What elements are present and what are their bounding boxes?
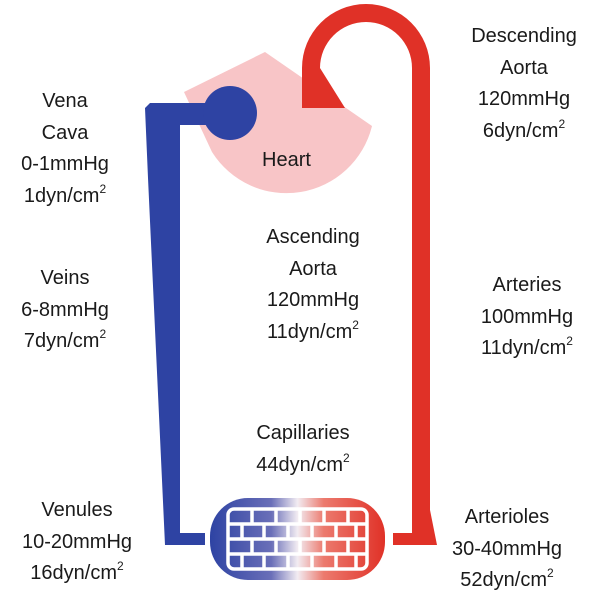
vena-cava-label: Vena Cava 0-1mmHg 1dyn/cm2 [6, 86, 124, 212]
venules-name: Venules [8, 495, 146, 527]
veins-pressure: 6-8mmHg [6, 295, 124, 327]
ascending-aorta-name-2: Aorta [250, 254, 376, 286]
ascending-aorta-name-1: Ascending [250, 222, 376, 254]
ascending-aorta-label: Ascending Aorta 120mmHg 11dyn/cm2 [250, 222, 376, 348]
vena-cava-vessel [145, 103, 225, 545]
vena-cava-name-1: Vena [6, 86, 124, 118]
arterioles-pressure: 30-40mmHg [440, 534, 574, 566]
capillaries-shear: 44dyn/cm2 [240, 450, 366, 482]
arteries-name: Arteries [466, 270, 588, 302]
veins-name: Veins [6, 263, 124, 295]
venules-shear: 16dyn/cm2 [8, 558, 146, 590]
descending-aorta-label: Descending Aorta 120mmHg 6dyn/cm2 [458, 21, 590, 147]
heart-label: Heart [262, 145, 311, 177]
capillaries-label: Capillaries 44dyn/cm2 [240, 418, 366, 481]
vena-cava-pressure: 0-1mmHg [6, 149, 124, 181]
arteries-pressure: 100mmHg [466, 302, 588, 334]
descending-aorta-name-2: Aorta [458, 53, 590, 85]
descending-aorta-shear: 6dyn/cm2 [458, 116, 590, 148]
venules-pressure: 10-20mmHg [8, 527, 146, 559]
veins-label: Veins 6-8mmHg 7dyn/cm2 [6, 263, 124, 358]
ascending-aorta-pressure: 120mmHg [250, 285, 376, 317]
arteries-shear: 11dyn/cm2 [466, 333, 588, 365]
arterioles-shear: 52dyn/cm2 [440, 565, 574, 597]
vena-cava-name-2: Cava [6, 118, 124, 150]
arterioles-label: Arterioles 30-40mmHg 52dyn/cm2 [440, 502, 574, 597]
descending-aorta-name-1: Descending [458, 21, 590, 53]
vena-cava-atrium [203, 86, 257, 140]
arterioles-name: Arterioles [440, 502, 574, 534]
venules-label: Venules 10-20mmHg 16dyn/cm2 [8, 495, 146, 590]
capillaries-name: Capillaries [240, 418, 366, 450]
vena-cava-shear: 1dyn/cm2 [6, 181, 124, 213]
arteries-label: Arteries 100mmHg 11dyn/cm2 [466, 270, 588, 365]
ascending-aorta-shear: 11dyn/cm2 [250, 317, 376, 349]
descending-aorta-pressure: 120mmHg [458, 84, 590, 116]
veins-shear: 7dyn/cm2 [6, 326, 124, 358]
